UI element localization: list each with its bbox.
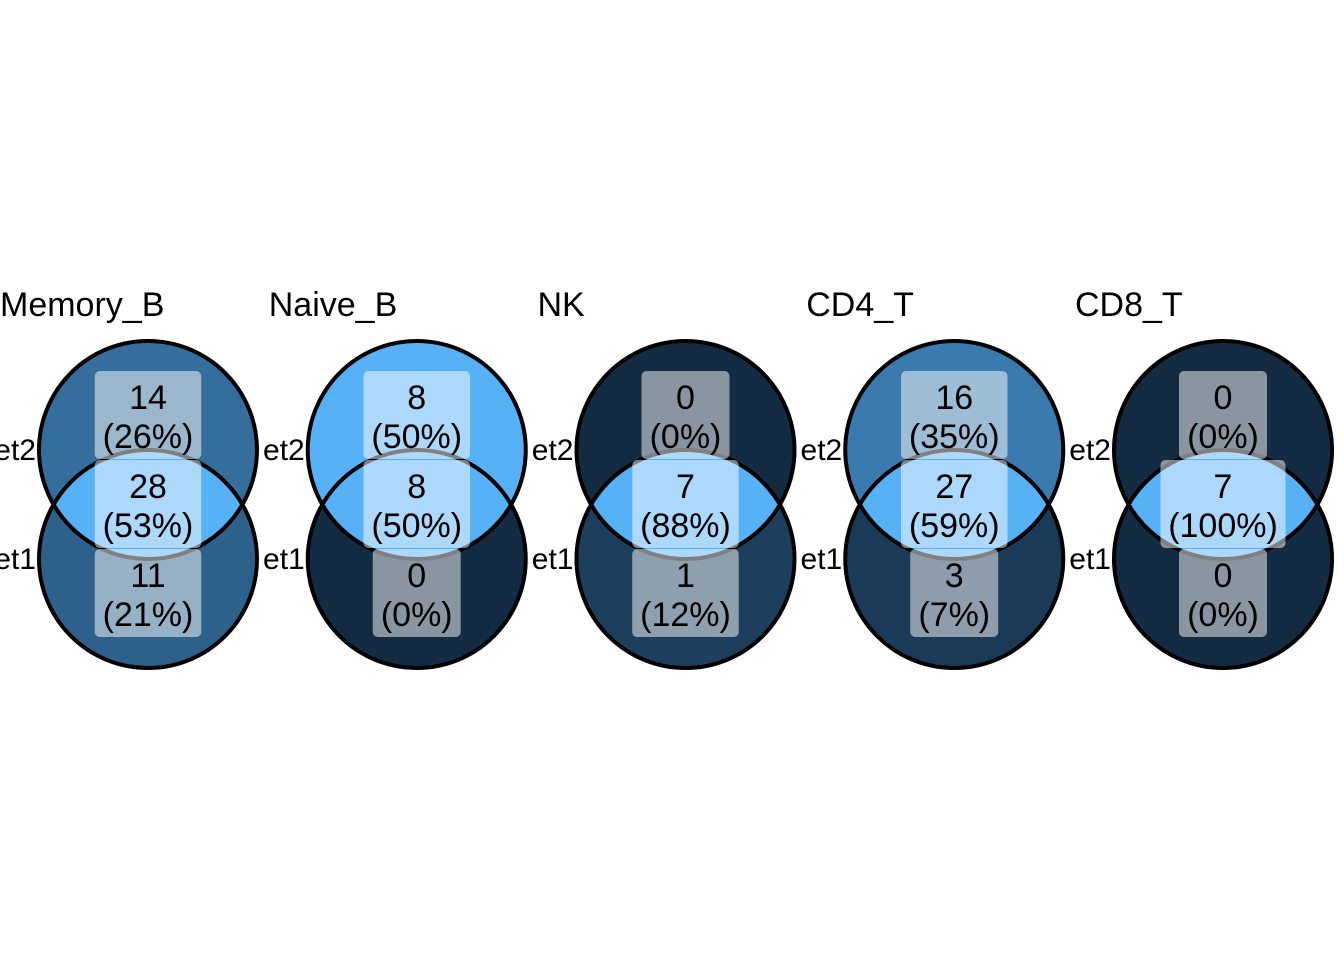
set-label-et1: et1: [0, 543, 36, 576]
panel-title: Memory_B: [0, 286, 164, 324]
label-et2-only-box: [641, 371, 730, 459]
panel-title: CD8_T: [1075, 286, 1183, 324]
label-et1-only-percent: (0%): [1187, 596, 1259, 634]
label-et2-only-count: 0: [1214, 379, 1233, 417]
label-et1-only-count: 0: [1214, 557, 1233, 595]
label-overlap-count: 7: [676, 468, 695, 506]
set-label-et2: et2: [1069, 434, 1111, 467]
label-et1-only-box: [632, 549, 739, 637]
label-overlap-box: [363, 460, 470, 548]
label-overlap-box: [632, 460, 739, 548]
label-et1-only-percent: (12%): [640, 596, 731, 634]
set-label-et1: et1: [532, 543, 574, 576]
label-overlap-box: [1160, 460, 1286, 548]
label-et2-only-count: 14: [129, 379, 167, 417]
label-et1-only-percent: (21%): [103, 596, 194, 634]
set-label-et2: et2: [801, 434, 843, 467]
label-et2-only-percent: (50%): [371, 418, 462, 456]
label-et1-only-percent: (0%): [381, 596, 453, 634]
label-et2-only-percent: (0%): [1187, 418, 1259, 456]
label-et2-only-box: [901, 371, 1008, 459]
venn-panel-memory-b: Memory_B et2 et1 14(26%) 28(53%) 11(21%): [0, 286, 259, 670]
label-et1-only-box: [94, 549, 202, 637]
label-overlap-count: 7: [1214, 468, 1233, 506]
label-et2-only-box: [363, 371, 470, 459]
label-et1-only-percent: (7%): [918, 596, 990, 634]
label-overlap-percent: (50%): [371, 507, 462, 545]
panel-title: Naive_B: [269, 286, 398, 324]
label-et2-only-percent: (0%): [650, 418, 722, 456]
label-et2-only-percent: (35%): [909, 418, 1000, 456]
label-et2-only-count: 0: [676, 379, 695, 417]
set-label-et2: et2: [532, 434, 574, 467]
panel-title: NK: [538, 286, 586, 324]
label-et1-only-count: 0: [407, 557, 426, 595]
label-overlap-count: 28: [129, 468, 167, 506]
label-overlap-percent: (59%): [909, 507, 1000, 545]
label-overlap-percent: (100%): [1168, 507, 1278, 545]
label-overlap-percent: (88%): [640, 507, 731, 545]
set-label-et1: et1: [263, 543, 305, 576]
label-overlap-percent: (53%): [103, 507, 194, 545]
label-overlap-box: [94, 460, 202, 548]
venn-panel-cd4-t: CD4_T et2 et1 16(35%) 27(59%) 3(7%): [801, 286, 1066, 670]
set-label-et2: et2: [0, 434, 36, 467]
set-label-et1: et1: [801, 543, 843, 576]
label-et2-only-count: 8: [407, 379, 426, 417]
set-label-et2: et2: [263, 434, 305, 467]
label-overlap-box: [901, 460, 1008, 548]
set-label-et1: et1: [1069, 543, 1111, 576]
label-et1-only-count: 11: [130, 557, 165, 595]
label-et1-only-count: 3: [945, 557, 964, 595]
label-et2-only-count: 16: [935, 379, 973, 417]
label-overlap-count: 8: [407, 468, 426, 506]
label-et1-only-box: [1179, 549, 1267, 637]
label-et1-only-box: [910, 549, 999, 637]
label-et2-only-percent: (26%): [103, 418, 194, 456]
label-et2-only-box: [1179, 371, 1267, 459]
label-et1-only-count: 1: [676, 557, 695, 595]
label-et2-only-box: [94, 371, 202, 459]
label-et1-only-box: [372, 549, 461, 637]
panel-title: CD4_T: [806, 286, 914, 324]
label-overlap-count: 27: [935, 468, 973, 506]
venn-panel-nk: NK et2 et1 0(0%) 7(88%) 1(12%): [532, 286, 797, 670]
